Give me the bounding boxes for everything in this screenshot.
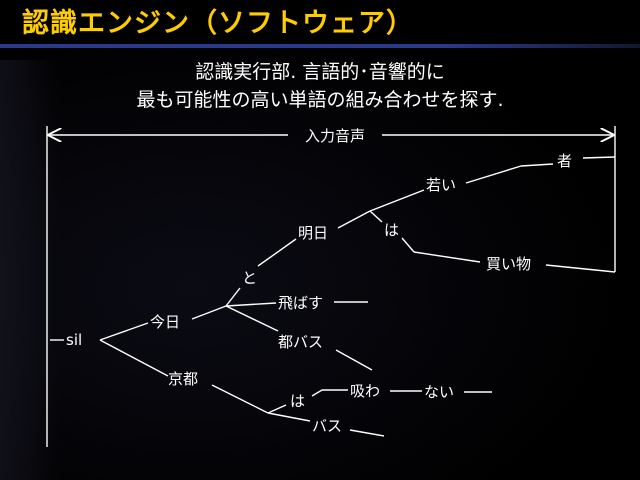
edge-kaimono-end xyxy=(545,264,616,273)
edge-kyou-branch xyxy=(191,305,227,320)
edge-branch-to xyxy=(225,287,241,307)
word-kyou: 今日 xyxy=(150,313,180,331)
edge-ashita-branch xyxy=(337,210,371,229)
word-wakai: 若い xyxy=(426,176,456,194)
word-nai: ない xyxy=(424,383,454,401)
word-to: と xyxy=(242,269,257,287)
word-ha-1: は xyxy=(384,221,399,239)
word-ashita: 明日 xyxy=(298,224,328,242)
edge-kyouto-branch xyxy=(211,384,269,414)
word-mono: 者 xyxy=(557,152,572,170)
word-ha-2: は xyxy=(290,392,305,410)
edge-mono-entry xyxy=(520,163,554,167)
edge-basu-tail xyxy=(349,429,385,437)
edge-branch-ha2 xyxy=(267,404,287,414)
edge-tobasu2-tail xyxy=(335,349,373,371)
edge-sil-kyouto xyxy=(99,339,169,377)
edge-branch-tobasu2 xyxy=(225,305,279,332)
edge-to-ashita xyxy=(257,238,297,267)
edge-ha1-kaimono xyxy=(401,237,415,253)
word-tobasu2: 都バス xyxy=(278,333,323,351)
subtitle-line-2: 最も可能性の高い単語の組み合わせを探す. xyxy=(136,89,504,111)
edge-branch-tobasu xyxy=(225,302,277,307)
edge-branch-wakai xyxy=(369,189,425,212)
word-kaimono: 買い物 xyxy=(486,255,531,273)
edge-branch-basu xyxy=(267,412,311,422)
lattice-edges xyxy=(50,156,616,437)
word-suwa: 吸わ xyxy=(350,382,380,400)
word-tobasu: 飛ばす xyxy=(278,294,323,312)
edge-branch-ha1 xyxy=(369,210,383,223)
title-underline xyxy=(0,44,640,48)
slide-title: 認識エンジン（ソフトウェア） xyxy=(22,8,414,39)
input-label: 入力音声 xyxy=(305,127,365,145)
lattice-word-labels: sil 今日 京都 と 明日 は 若い 者 買い物 飛ばす 都バス は 吸わ な… xyxy=(66,152,572,435)
subtitle-line-1: 認識実行部. 言語的･音響的に xyxy=(195,61,445,83)
word-basu: バス xyxy=(312,417,342,435)
edge-wakai-mono xyxy=(465,165,522,184)
word-sil: sil xyxy=(66,331,82,349)
edge-mono-end xyxy=(582,156,616,159)
edge-ha2-suwa xyxy=(311,389,323,397)
edge-ha1-kaimono-2 xyxy=(413,251,481,263)
edge-sil-kyou xyxy=(99,322,149,341)
word-kyouto: 京都 xyxy=(168,370,198,388)
